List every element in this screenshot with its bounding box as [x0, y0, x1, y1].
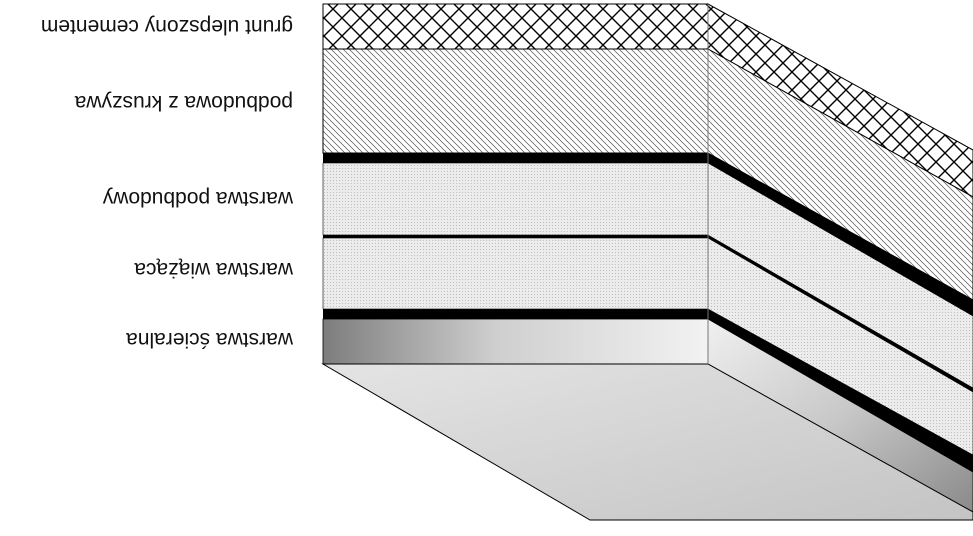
layer-separator-3-front [323, 309, 708, 319]
layer-scieralna-front [322, 318, 709, 365]
layer-separator-3-side [708, 309, 973, 472]
label-wiazaca: warstwa wiążąca [134, 258, 294, 281]
label-grunt: grunt ulepszony cementem [41, 15, 293, 38]
layer-separator-1-front [323, 153, 708, 163]
layer-separator-1-side [708, 153, 973, 316]
layer-grunt-front [322, 3, 709, 50]
block-top-surface [321, 363, 973, 521]
layer-separator-2-side [708, 235, 973, 392]
label-podbudowa-kruszywo: podbudowa z kruszywa [74, 91, 293, 114]
labels-group: grunt ulepszony cementem podbudowa z kru… [41, 15, 294, 351]
layer-separator-2-front [323, 235, 708, 238]
layer-kruszywo-front [322, 48, 709, 154]
label-podbudowa: warstwa podbudowy [102, 187, 294, 210]
layer-wiazaca-front [322, 237, 709, 310]
label-scieralna: warstwa ścieralna [126, 328, 294, 351]
layer-podbudowa-front [322, 162, 709, 236]
